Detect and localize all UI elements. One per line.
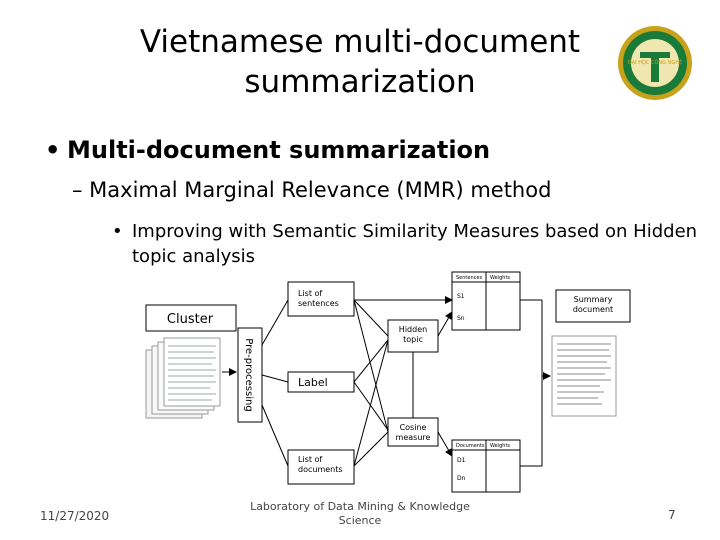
table-header-weights: Weights (490, 443, 510, 449)
table-row-sn: Sn (457, 315, 465, 322)
bullet-marker: • (112, 221, 123, 242)
sentence-weights-table: Sentences Weights S1 Sn (451, 271, 521, 331)
document-weights-table: Documents Weights D1 Dn (451, 439, 521, 493)
preprocessing-box: Pre-processing (237, 327, 263, 423)
summary-page-icon (551, 335, 617, 417)
footer-date: 11/27/2020 (40, 509, 110, 523)
preprocessing-label: Pre-processing (243, 338, 254, 411)
footer-lab-name: Laboratory of Data Mining & Knowledge Sc… (250, 500, 470, 527)
bullet-semantic-similarity: • Improving with Semantic Similarity Mea… (112, 219, 702, 269)
cluster-box: Cluster (145, 304, 237, 332)
table-header-weights: Weights (490, 275, 510, 281)
connector-lines (261, 296, 551, 467)
bullet-text: Multi-document summarization (67, 136, 491, 164)
logo-text: ĐẠI HỌC CÔNG NGHỆ (628, 58, 682, 66)
university-logo-icon: ĐẠI HỌC CÔNG NGHỆ (612, 20, 698, 106)
bullet-multi-document: •Multi-document summarization (45, 136, 490, 164)
bullet-text: Improving with Semantic Similarity Measu… (132, 221, 698, 267)
table-row-s1: S1 (457, 293, 465, 300)
table-row-dn: Dn (457, 475, 466, 482)
label-box: Label (287, 371, 355, 393)
footer-page-number: 7 (668, 508, 676, 522)
cluster-label: Cluster (167, 312, 214, 327)
document-stack-icon (145, 337, 221, 419)
bullet-marker: • (45, 136, 61, 164)
table-row-d1: D1 (457, 457, 466, 464)
table-header-documents: Documents (456, 443, 485, 449)
bullet-mmr-method: – Maximal Marginal Relevance (MMR) metho… (72, 178, 552, 202)
label-text: Label (298, 376, 328, 389)
table-header-sentences: Sentences (456, 275, 482, 281)
slide-title: Vietnamese multi-document summarization (139, 24, 581, 100)
